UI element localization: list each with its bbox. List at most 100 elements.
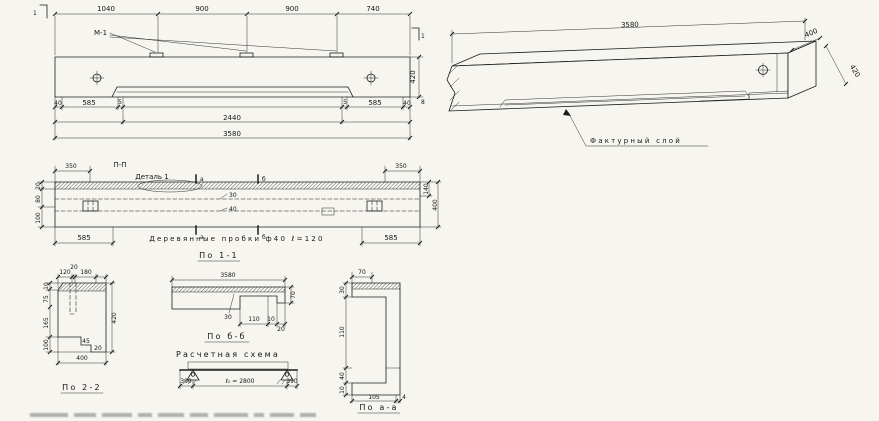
cut-label-b: б bbox=[262, 176, 266, 183]
cut-label-a: а bbox=[200, 234, 204, 241]
dim-label: 900 bbox=[285, 5, 298, 13]
view-label: П-П bbox=[113, 161, 126, 169]
dim-label: 390 bbox=[180, 378, 192, 385]
quarter-step bbox=[699, 90, 789, 102]
dim-label: 350 bbox=[65, 163, 77, 170]
dim-label: 10 bbox=[43, 282, 50, 290]
illegible-caption bbox=[30, 413, 316, 417]
facture-band bbox=[55, 182, 420, 189]
dim-label: 70 bbox=[358, 269, 366, 276]
support-pin bbox=[284, 372, 290, 377]
dim-label: 110 bbox=[248, 316, 260, 323]
section-title: По а-а bbox=[359, 403, 398, 412]
dim-label: 585 bbox=[384, 234, 397, 242]
dimension-lines bbox=[169, 275, 288, 288]
dimension-lines bbox=[45, 280, 116, 366]
dim-label: 40 bbox=[229, 206, 237, 213]
dim-label: 40 bbox=[339, 372, 346, 380]
support-pin bbox=[190, 372, 196, 377]
dim-label: 3580 bbox=[220, 272, 235, 279]
mounting-mark bbox=[329, 52, 344, 58]
scheme-title: Расчетная схема bbox=[176, 350, 280, 359]
beam-end-face bbox=[787, 40, 817, 99]
section-flag-label: 1 bbox=[33, 10, 37, 17]
dim-label: 70 bbox=[290, 291, 297, 299]
plan-view: 350 350 П-П Деталь 1 а а б б 30 40 20 80… bbox=[35, 161, 442, 262]
dim-label: 8 bbox=[421, 99, 425, 106]
plug-hidden-lines bbox=[69, 282, 77, 315]
dim-label: 1040 bbox=[97, 5, 115, 13]
facture-strip bbox=[499, 90, 751, 108]
dim-label: 105 bbox=[368, 394, 380, 401]
leader-lines bbox=[109, 32, 337, 53]
dim-label: 80 bbox=[35, 195, 42, 203]
section-title: По 1-1 bbox=[199, 251, 239, 260]
dim-label: 20 bbox=[70, 264, 78, 271]
dim-label: 75 bbox=[43, 295, 50, 303]
facture-band bbox=[352, 283, 400, 289]
plug-hidden-lines bbox=[87, 200, 94, 212]
dim-label: 10 bbox=[267, 316, 275, 323]
centerline-cross bbox=[89, 70, 105, 86]
section-flag-mark bbox=[39, 4, 48, 19]
dimension-lines bbox=[177, 369, 300, 390]
recess-strip bbox=[111, 86, 354, 98]
dim-label: 120 bbox=[59, 269, 71, 276]
dim-label: 740 bbox=[366, 5, 379, 13]
centerline-cross bbox=[755, 62, 771, 78]
mounting-mark bbox=[149, 52, 164, 58]
dimension-lines bbox=[52, 54, 424, 141]
dim-label: 165 bbox=[43, 317, 50, 329]
facture-bottom-edge bbox=[451, 92, 789, 107]
dim-label: 350 bbox=[395, 163, 407, 170]
section-title: По б-б bbox=[207, 332, 246, 341]
dim-label: 180 bbox=[80, 269, 92, 276]
dim-label: 420 bbox=[111, 312, 118, 324]
plug-hidden-lines bbox=[371, 200, 378, 212]
dimension-lines bbox=[55, 273, 109, 289]
detail-boundary bbox=[137, 179, 203, 193]
dim-label: 900 bbox=[195, 5, 208, 13]
mark-label: М-1 bbox=[94, 29, 107, 37]
dim-label: 40 bbox=[54, 100, 62, 107]
dimension-lines bbox=[789, 35, 849, 87]
perspective-view: 3580 400 420 Фактурный слой bbox=[446, 17, 862, 147]
facture-note: Фактурный слой bbox=[590, 137, 682, 145]
section-profile bbox=[351, 282, 401, 396]
dim-label: 20 bbox=[94, 345, 102, 352]
beam-outline bbox=[54, 56, 411, 98]
support-hatch bbox=[182, 379, 291, 385]
section-flag-mark bbox=[411, 27, 420, 41]
dimension-lines bbox=[449, 17, 808, 64]
distributed-load bbox=[187, 361, 289, 370]
dim-label: 3580 bbox=[223, 130, 241, 138]
dim-label: 400 bbox=[803, 27, 818, 40]
dim-label: ℓ₀ = 2800 bbox=[225, 378, 255, 385]
dimension-lines bbox=[342, 280, 403, 404]
dimension-lines bbox=[37, 179, 442, 247]
dim-label: 45 bbox=[82, 338, 90, 345]
section-profile bbox=[171, 286, 286, 310]
dim-label: 390 bbox=[286, 378, 298, 385]
dim-label: 585 bbox=[368, 99, 381, 107]
plug-mark-center bbox=[321, 207, 335, 216]
section-flag-label: 1 bbox=[421, 33, 425, 40]
break-hatch bbox=[448, 65, 460, 111]
dim-label: 10 bbox=[339, 386, 346, 394]
dim-label: 30 bbox=[224, 314, 232, 321]
mounting-mark bbox=[239, 52, 254, 58]
section-title: По 2-2 bbox=[62, 383, 102, 392]
leader-line bbox=[228, 293, 235, 314]
dimension-lines bbox=[52, 165, 423, 183]
dim-label: 100 bbox=[43, 339, 50, 351]
dim-label: 110 bbox=[339, 326, 346, 338]
dim-label: 30 bbox=[339, 286, 346, 294]
section-cut-marks bbox=[195, 174, 259, 235]
section-a-a-view: 70 30 110 40 10 105 4 По а-а bbox=[339, 269, 406, 414]
section-2-2-view: 120 20 180 10 75 165 100 420 45 20 400 П… bbox=[43, 264, 118, 394]
dim-label: 5 bbox=[118, 99, 122, 106]
detail-label: Деталь 1 bbox=[135, 173, 168, 181]
dim-label: 420 bbox=[409, 70, 417, 83]
